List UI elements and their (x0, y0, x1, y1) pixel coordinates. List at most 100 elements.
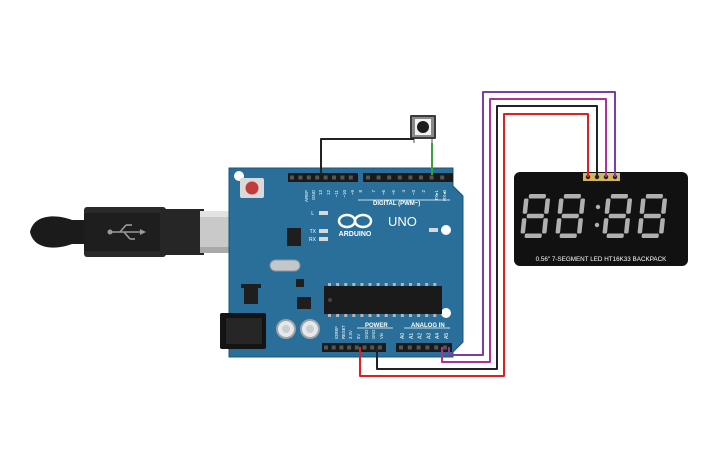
pin-hole[interactable] (399, 345, 403, 350)
segment (604, 198, 611, 214)
chip-pin (376, 283, 380, 286)
analog-header[interactable] (396, 343, 452, 352)
segment (544, 198, 550, 214)
digital-pwm-label: DIGITAL (PWM~) (373, 201, 420, 207)
chip-pin (417, 314, 421, 317)
power-pin-label: GND (371, 330, 376, 339)
power-pin-label: Vin (379, 332, 384, 339)
digital-pin-label: 13 (318, 190, 323, 196)
pin-hole[interactable] (407, 345, 412, 350)
segment (542, 218, 548, 234)
pin-hole[interactable] (387, 175, 392, 180)
wire-black-gnd[interactable] (376, 105, 598, 370)
digital-pin-label: 2 (421, 190, 426, 193)
chip-pin (409, 314, 412, 317)
power-header[interactable] (322, 343, 386, 352)
chip-pin (328, 283, 331, 286)
pin-hole[interactable] (408, 175, 413, 180)
pin-hole[interactable] (440, 175, 445, 180)
analog-pin-label: A1 (409, 333, 415, 339)
wire-red-5v[interactable] (359, 113, 589, 377)
digital-pin-label: 4 (401, 190, 406, 193)
chip-pin (433, 283, 437, 286)
pin-hole[interactable] (347, 345, 352, 350)
bottom-pin-holes[interactable] (324, 345, 447, 350)
pin-hole[interactable] (315, 175, 320, 180)
chip-pin (392, 314, 396, 317)
small-ic (297, 297, 311, 309)
led-tx: TX (310, 229, 328, 235)
led-tx-label: TX (310, 229, 317, 235)
chip-pin (417, 283, 421, 286)
pin-hole[interactable] (290, 175, 294, 180)
pin-hole[interactable] (376, 175, 381, 180)
segment (561, 213, 579, 219)
pin-hole[interactable] (434, 345, 439, 350)
digital-pin-holes[interactable] (290, 175, 445, 180)
pin-hole[interactable] (323, 175, 328, 180)
wire-purple-a5[interactable] (448, 91, 616, 356)
digital-pin-label: ~6 (381, 190, 386, 196)
pin-hole[interactable] (306, 175, 311, 180)
pin-hole[interactable] (377, 345, 382, 350)
segment (624, 218, 630, 234)
chip-pin (433, 314, 437, 317)
pin-hole[interactable] (443, 345, 447, 350)
pin-hole[interactable] (332, 175, 336, 180)
reset-button[interactable] (240, 178, 264, 198)
pin-hole[interactable] (298, 175, 303, 180)
segment (610, 194, 628, 199)
pin-hole[interactable] (362, 345, 367, 350)
pin-hole[interactable] (419, 175, 423, 180)
chip-pins (328, 283, 437, 317)
chip-pin (344, 283, 348, 286)
analog-pin-label: A3 (426, 333, 432, 339)
pin-hole[interactable] (340, 175, 345, 180)
usb-chip (287, 228, 301, 246)
pin-hole[interactable] (416, 345, 421, 350)
digital-header[interactable] (288, 173, 453, 182)
wire-black-button[interactable] (320, 138, 414, 175)
pin-hole[interactable] (397, 175, 402, 180)
segment (639, 198, 646, 214)
digital-pin-label: ~11 (334, 190, 339, 198)
power-jack[interactable] (220, 313, 266, 349)
crystal-oscillator (269, 259, 301, 272)
pin-hole[interactable] (331, 345, 336, 350)
pushbutton[interactable] (410, 115, 436, 143)
segment (606, 233, 624, 238)
chip-pin (368, 314, 372, 317)
chip-pin (368, 283, 372, 286)
pin-hole[interactable] (425, 345, 430, 350)
segment (579, 198, 585, 214)
display-digits (520, 194, 667, 238)
pin-hole[interactable] (339, 345, 344, 350)
chip-pin (392, 283, 396, 286)
led-l-label: L (311, 211, 314, 217)
pin-hole[interactable] (366, 175, 370, 180)
segment (563, 194, 581, 199)
analog-pin-label: A4 (435, 333, 441, 339)
pin-hole[interactable] (348, 175, 353, 180)
segment (559, 233, 577, 238)
pin-hole[interactable] (324, 345, 328, 350)
segment (526, 213, 544, 219)
segment (641, 233, 659, 238)
pin-hole[interactable] (429, 175, 434, 180)
seven-segment-display[interactable]: 0.56" 7-SEGMENT LED HT16K33 BACKPACK (514, 172, 688, 266)
digit (637, 194, 667, 238)
chip-pin (360, 314, 364, 317)
pin-hole[interactable] (354, 345, 359, 350)
usb-cable[interactable] (30, 207, 262, 257)
small-ic (296, 279, 304, 287)
wire-magenta-a4[interactable] (441, 98, 607, 363)
digital-pin-label: ~10 (342, 190, 347, 198)
segment (557, 198, 564, 214)
pin-hole[interactable] (370, 345, 375, 350)
brand-label: ARDUINO (339, 231, 372, 238)
